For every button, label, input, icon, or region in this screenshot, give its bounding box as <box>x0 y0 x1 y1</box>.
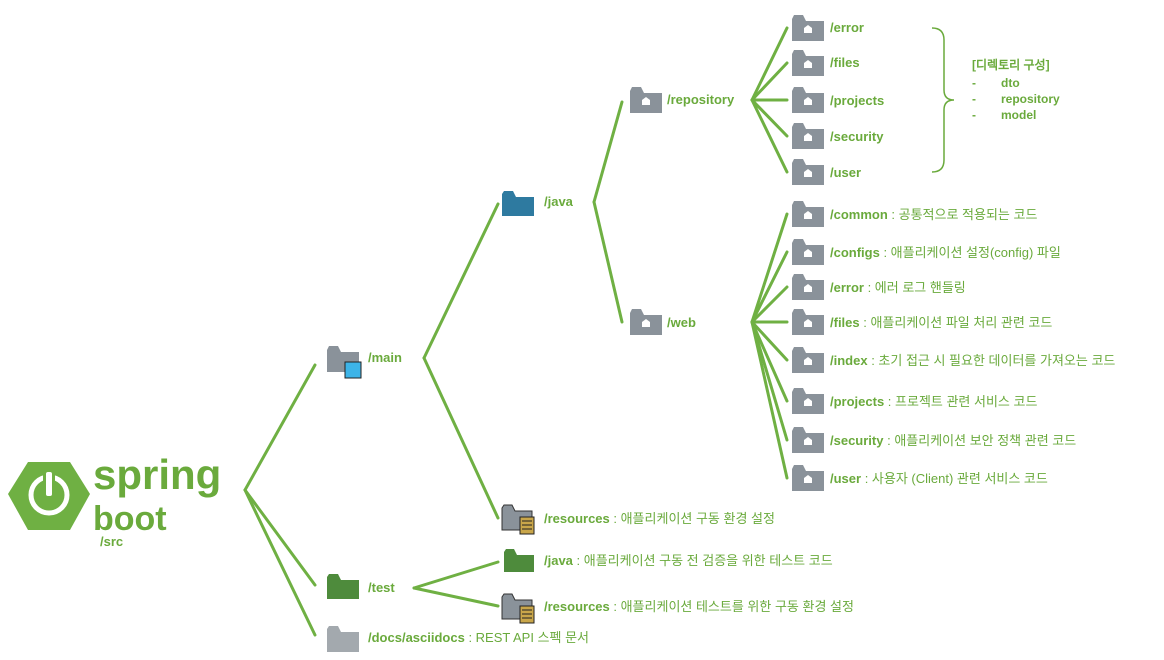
note-title: [디렉토리 구성] <box>972 57 1050 72</box>
web-child-files: /files : 애플리케이션 파일 처리 관련 코드 <box>830 315 1052 330</box>
test-resources-node: /resources : 애플리케이션 테스트를 위한 구동 환경 설정 <box>501 593 854 624</box>
folder-icon <box>630 87 662 113</box>
main-label: /main <box>368 350 402 365</box>
test-java-node: /java : 애플리케이션 구동 전 검증을 위한 테스트 코드 <box>504 549 833 572</box>
bracket <box>931 27 955 173</box>
logo-spring-word: spring <box>93 451 221 498</box>
repository-folder-node: /repository <box>630 87 735 113</box>
folder-icon <box>792 274 824 300</box>
note-dash: - <box>972 92 976 106</box>
note-dash: - <box>972 76 976 90</box>
java-folder-node: /java <box>502 191 574 216</box>
java-label: /java <box>544 194 574 209</box>
folder-icon <box>630 309 662 335</box>
folder-icon <box>792 50 824 76</box>
folder-icon <box>504 549 534 572</box>
web-child-index: /index : 초기 접근 시 필요한 데이터를 가져오는 코드 <box>830 353 1115 368</box>
folder-icon <box>792 15 824 41</box>
note-item-model: model <box>1001 108 1036 122</box>
spring-boot-logo: spring boot /src <box>8 451 221 549</box>
web-children: /common : 공통적으로 적용되는 코드 /configs : 애플리케이… <box>792 201 1115 491</box>
root-src-label: /src <box>100 534 123 549</box>
directory-structure-note: [디렉토리 구성] - dto - repository - model <box>931 27 1060 173</box>
web-child-projects: /projects : 프로젝트 관련 서비스 코드 <box>830 394 1037 409</box>
main-folder-node: /main <box>327 346 402 379</box>
folder-icon <box>327 574 359 599</box>
folder-icon <box>502 191 534 216</box>
docs-folder-node: /docs/asciidocs : REST API 스펙 문서 <box>327 626 589 652</box>
folder-icon <box>792 159 824 185</box>
tree-connectors <box>243 26 789 637</box>
repo-child-error: /error <box>830 20 864 35</box>
web-folder-node: /web <box>630 309 696 335</box>
folder-icon <box>792 427 824 453</box>
web-child-security: /security : 애플리케이션 보안 정책 관련 코드 <box>830 433 1076 448</box>
folder-icon <box>792 123 824 149</box>
folder-icon <box>792 87 824 113</box>
logo-boot-word: boot <box>93 500 167 538</box>
folder-archive-icon <box>501 504 535 535</box>
repo-child-user: /user <box>830 165 861 180</box>
test-label: /test <box>368 580 395 595</box>
note-dash: - <box>972 108 976 122</box>
folder-archive-icon <box>501 593 535 624</box>
folder-icon <box>792 239 824 265</box>
folder-icon <box>792 347 824 373</box>
web-label: /web <box>667 315 696 330</box>
web-child-error: /error : 에러 로그 핸들링 <box>830 280 966 295</box>
repository-children: /error /files /projects /security /user <box>792 15 884 185</box>
repository-label: /repository <box>667 92 735 107</box>
test-resources-label: /resources : 애플리케이션 테스트를 위한 구동 환경 설정 <box>544 599 854 614</box>
folder-icon <box>792 388 824 414</box>
web-child-user: /user : 사용자 (Client) 관련 서비스 코드 <box>830 471 1048 486</box>
main-resources-label: /resources : 애플리케이션 구동 환경 설정 <box>544 511 775 526</box>
folder-icon <box>327 346 362 379</box>
test-java-label: /java : 애플리케이션 구동 전 검증을 위한 테스트 코드 <box>544 553 833 568</box>
folder-icon <box>792 465 824 491</box>
main-resources-node: /resources : 애플리케이션 구동 환경 설정 <box>501 504 775 535</box>
test-folder-node: /test <box>327 574 395 599</box>
folder-icon <box>792 201 824 227</box>
repo-child-projects: /projects <box>830 93 884 108</box>
web-child-common: /common : 공통적으로 적용되는 코드 <box>830 207 1037 222</box>
repo-child-files: /files <box>830 55 860 70</box>
note-item-repository: repository <box>1001 92 1060 106</box>
docs-label: /docs/asciidocs : REST API 스펙 문서 <box>368 630 589 645</box>
web-child-configs: /configs : 애플리케이션 설정(config) 파일 <box>830 245 1061 260</box>
note-item-dto: dto <box>1001 76 1020 90</box>
repo-child-security: /security <box>830 129 884 144</box>
folder-icon <box>327 626 359 652</box>
folder-icon <box>792 309 824 335</box>
